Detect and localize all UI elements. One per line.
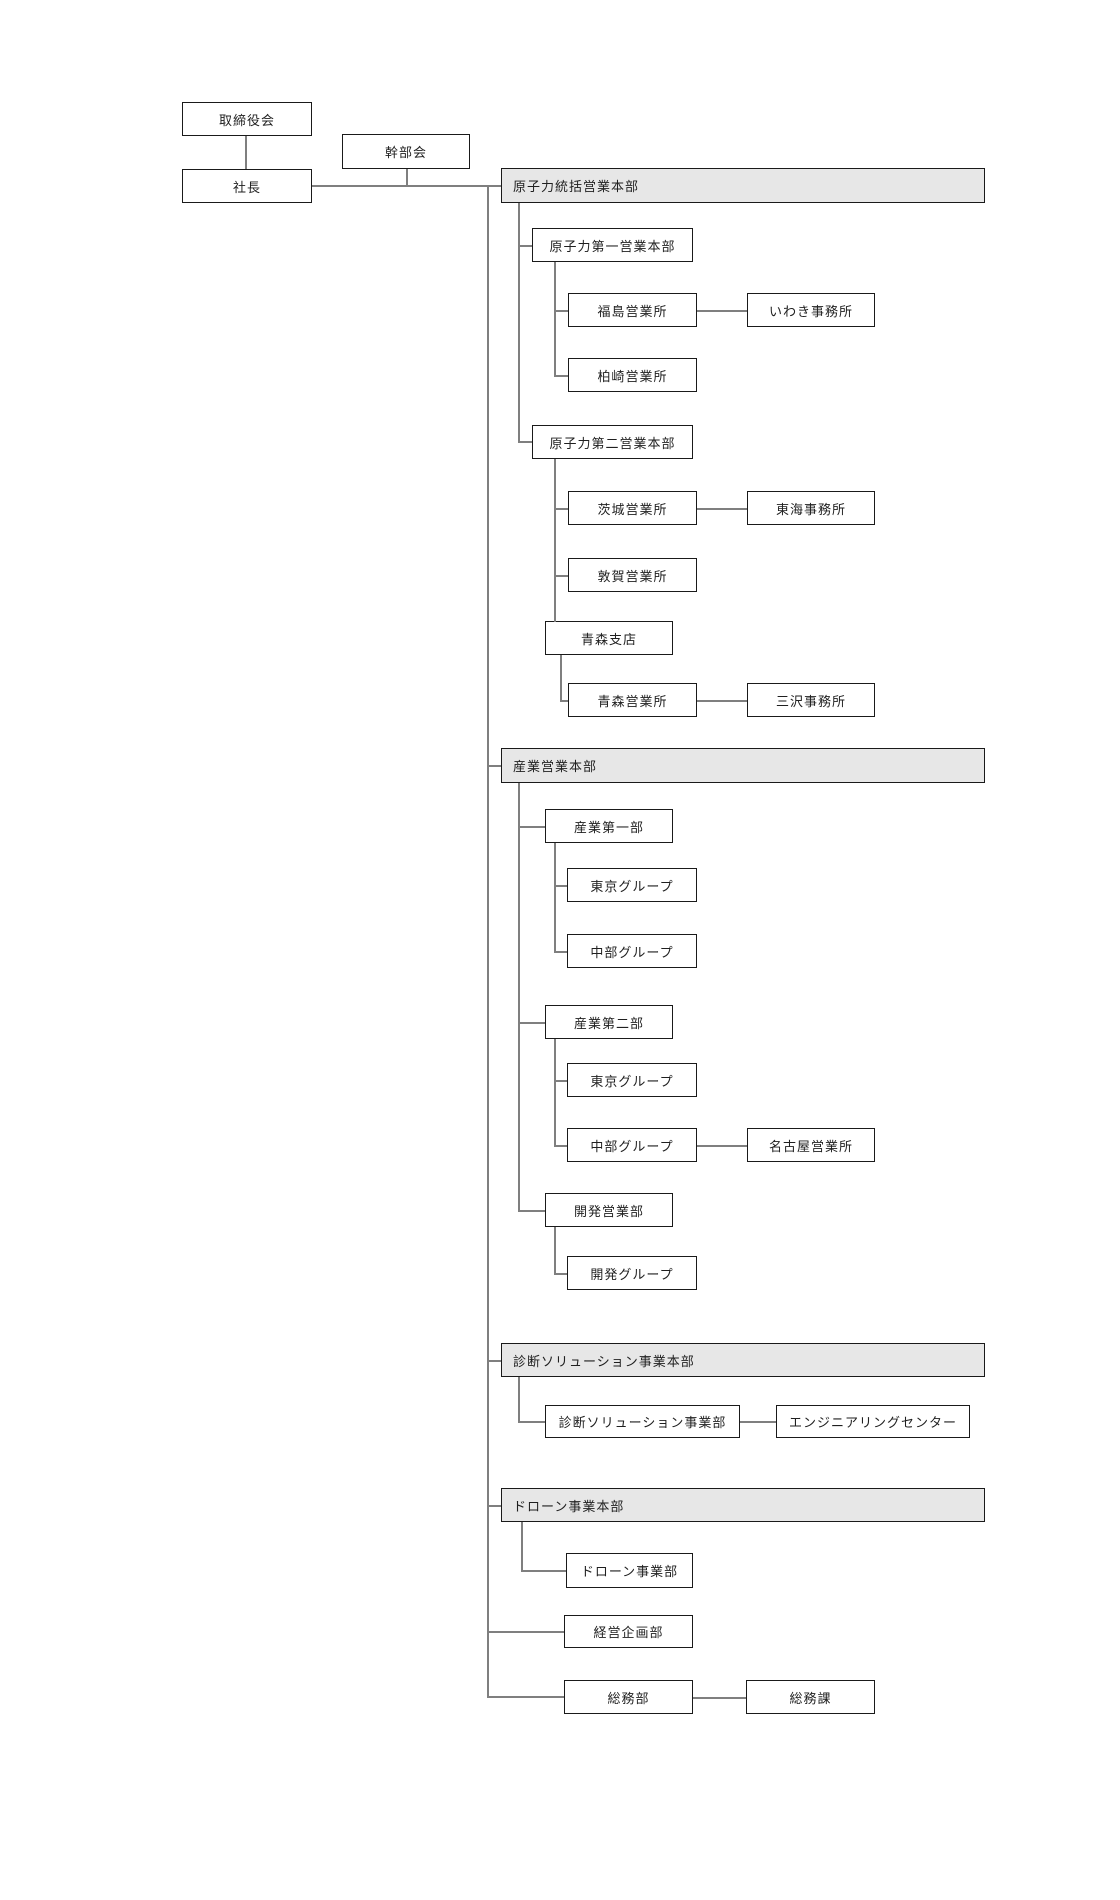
connector-line: [487, 1696, 564, 1698]
org-node-nagoya-office: 名古屋営業所: [747, 1128, 875, 1162]
org-node-nuclear-hq: 原子力統括営業本部: [501, 168, 985, 203]
connector-line: [697, 700, 747, 702]
connector-line: [554, 1039, 556, 1146]
org-node-aomori-office: 青森営業所: [568, 683, 697, 717]
org-node-engineering-center: エンジニアリングセンター: [776, 1405, 970, 1438]
connector-line: [697, 1145, 747, 1147]
org-node-misawa-office: 三沢事務所: [747, 683, 875, 717]
org-node-diagnosis-hq: 診断ソリューション事業本部: [501, 1343, 985, 1377]
connector-line: [518, 1210, 545, 1212]
org-node-nuclear-sales-2: 原子力第二営業本部: [532, 425, 693, 459]
connector-line: [521, 1522, 523, 1571]
connector-line: [740, 1421, 776, 1423]
connector-line: [518, 203, 520, 442]
connector-line: [554, 575, 568, 577]
org-node-tsuruga-office: 敦賀営業所: [568, 558, 697, 592]
org-node-dev-sales-dept: 開発営業部: [545, 1193, 673, 1227]
org-node-dev-group: 開発グループ: [567, 1256, 697, 1290]
connector-line: [697, 310, 747, 312]
connector-line: [554, 951, 567, 953]
connector-line: [312, 185, 501, 187]
connector-line: [518, 245, 532, 247]
org-node-industry-dept-1: 産業第一部: [545, 809, 673, 843]
connector-line: [560, 655, 562, 701]
org-node-chubu-group-2: 中部グループ: [567, 1128, 697, 1162]
connector-line: [487, 1505, 501, 1507]
org-node-tokyo-group-2: 東京グループ: [567, 1063, 697, 1097]
org-node-diagnosis-dept: 診断ソリューション事業部: [545, 1405, 740, 1438]
org-node-ibaraki-office: 茨城営業所: [568, 491, 697, 525]
connector-line: [521, 1570, 566, 1572]
org-node-tokai-office: 東海事務所: [747, 491, 875, 525]
connector-line: [518, 826, 545, 828]
org-node-aomori-branch: 青森支店: [545, 621, 673, 655]
org-node-industry-dept-2: 産業第二部: [545, 1005, 673, 1039]
org-node-tokyo-group-1: 東京グループ: [567, 868, 697, 902]
connector-line: [697, 508, 747, 510]
connector-line: [406, 169, 408, 185]
connector-line: [554, 459, 556, 622]
org-node-general-affairs-dept: 総務部: [564, 1680, 693, 1714]
connector-line: [554, 843, 556, 952]
org-node-nuclear-sales-1: 原子力第一営業本部: [532, 228, 693, 262]
org-node-iwaki-office: いわき事務所: [747, 293, 875, 327]
connector-line: [487, 765, 501, 767]
org-node-general-affairs-section: 総務課: [746, 1680, 875, 1714]
connector-line: [554, 310, 568, 312]
connector-line: [554, 1227, 556, 1274]
connector-line: [518, 1022, 545, 1024]
org-node-kashiwazaki-office: 柏崎営業所: [568, 358, 697, 392]
org-node-board: 取締役会: [182, 102, 312, 136]
connector-line: [554, 1080, 567, 1082]
org-node-president: 社長: [182, 169, 312, 203]
connector-line: [554, 1273, 567, 1275]
org-node-drone-dept: ドローン事業部: [566, 1553, 693, 1588]
connector-line: [554, 1145, 567, 1147]
connector-line: [518, 1377, 520, 1422]
connector-line: [554, 885, 567, 887]
connector-line: [518, 441, 532, 443]
connector-line: [560, 700, 568, 702]
connector-line: [518, 783, 520, 1211]
org-node-chubu-group-1: 中部グループ: [567, 934, 697, 968]
org-node-corporate-planning-dept: 経営企画部: [564, 1615, 693, 1648]
connector-line: [518, 1421, 545, 1423]
connector-line: [245, 136, 247, 169]
org-node-drone-hq: ドローン事業本部: [501, 1488, 985, 1522]
connector-line: [487, 1631, 564, 1633]
connector-line: [487, 1360, 501, 1362]
connector-line: [693, 1697, 746, 1699]
org-node-fukushima-office: 福島営業所: [568, 293, 697, 327]
connector-line: [554, 375, 568, 377]
connector-line: [554, 262, 556, 376]
org-node-executive-committee: 幹部会: [342, 134, 470, 169]
org-node-industry-hq: 産業営業本部: [501, 748, 985, 783]
connector-line: [554, 508, 568, 510]
connector-line: [487, 185, 489, 1697]
